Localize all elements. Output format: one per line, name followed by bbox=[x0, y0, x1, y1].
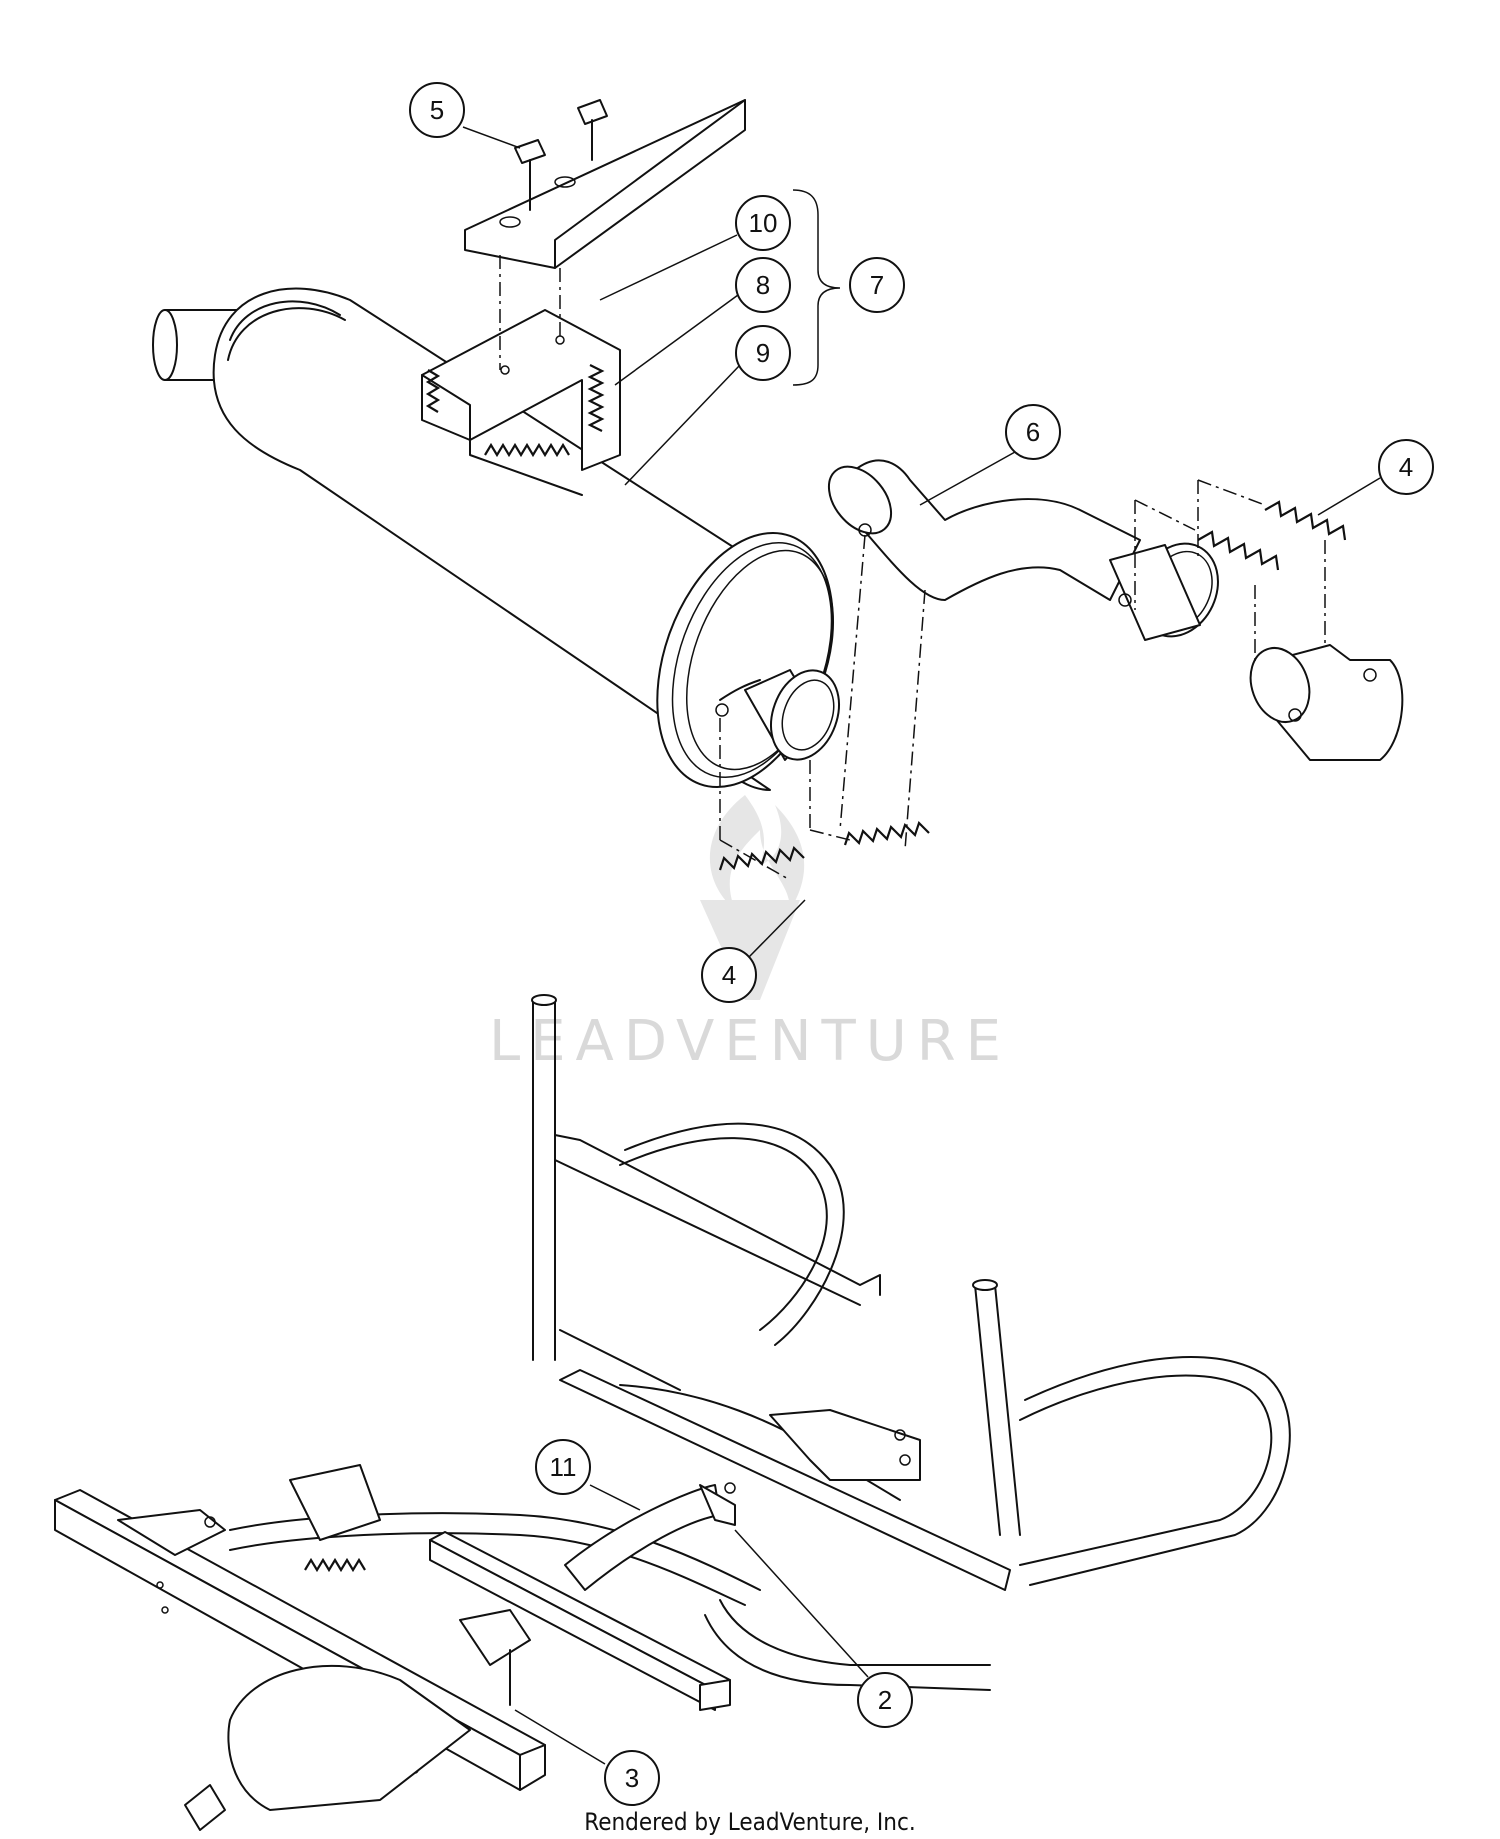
callout-label: 10 bbox=[749, 208, 778, 238]
center-channel bbox=[429, 1531, 731, 1711]
callout-10: 10 bbox=[735, 195, 791, 251]
callout-9: 9 bbox=[735, 325, 791, 381]
callout-4: 4 bbox=[1378, 439, 1434, 495]
callout-label: 3 bbox=[625, 1763, 639, 1793]
support-bar bbox=[564, 1482, 736, 1591]
callout-label: 2 bbox=[878, 1685, 892, 1715]
watermark-text: LEADVENTURE bbox=[489, 1009, 1011, 1074]
callout-2: 2 bbox=[857, 1672, 913, 1728]
callout-label: 7 bbox=[870, 270, 884, 300]
engine-exhaust-stub bbox=[1249, 644, 1404, 761]
callout-label: 6 bbox=[1026, 417, 1040, 447]
callout-7: 7 bbox=[849, 257, 905, 313]
callout-label: 9 bbox=[756, 338, 770, 368]
frame bbox=[229, 994, 1291, 1691]
callout-label: 11 bbox=[550, 1452, 577, 1482]
watermark-v-icon bbox=[700, 900, 800, 1000]
exhaust-pipe bbox=[827, 459, 1219, 641]
callout-brace bbox=[792, 189, 841, 386]
spring bbox=[1197, 530, 1280, 571]
footer-credit: Rendered by LeadVenture, Inc. bbox=[584, 1808, 915, 1836]
mounting-plate bbox=[464, 99, 746, 269]
callout-label: 8 bbox=[756, 270, 770, 300]
callout-4: 4 bbox=[701, 947, 757, 1003]
bolt bbox=[514, 139, 546, 211]
watermark: LEADVENTURE bbox=[489, 795, 1011, 1074]
spring bbox=[1264, 500, 1347, 541]
muffler-installed bbox=[184, 1464, 531, 1831]
callout-8: 8 bbox=[735, 257, 791, 313]
spring bbox=[843, 820, 930, 846]
callout-label: 5 bbox=[430, 95, 444, 125]
strap-bracket bbox=[421, 309, 621, 496]
callout-11: 11 bbox=[535, 1439, 591, 1495]
watermark-flame-icon bbox=[709, 795, 805, 910]
muffler bbox=[152, 287, 840, 791]
callout-5: 5 bbox=[409, 82, 465, 138]
callout-6: 6 bbox=[1005, 404, 1061, 460]
callout-label: 4 bbox=[722, 960, 736, 990]
bolt bbox=[577, 99, 608, 161]
callout-label: 4 bbox=[1399, 452, 1413, 482]
callout-3: 3 bbox=[604, 1750, 660, 1806]
